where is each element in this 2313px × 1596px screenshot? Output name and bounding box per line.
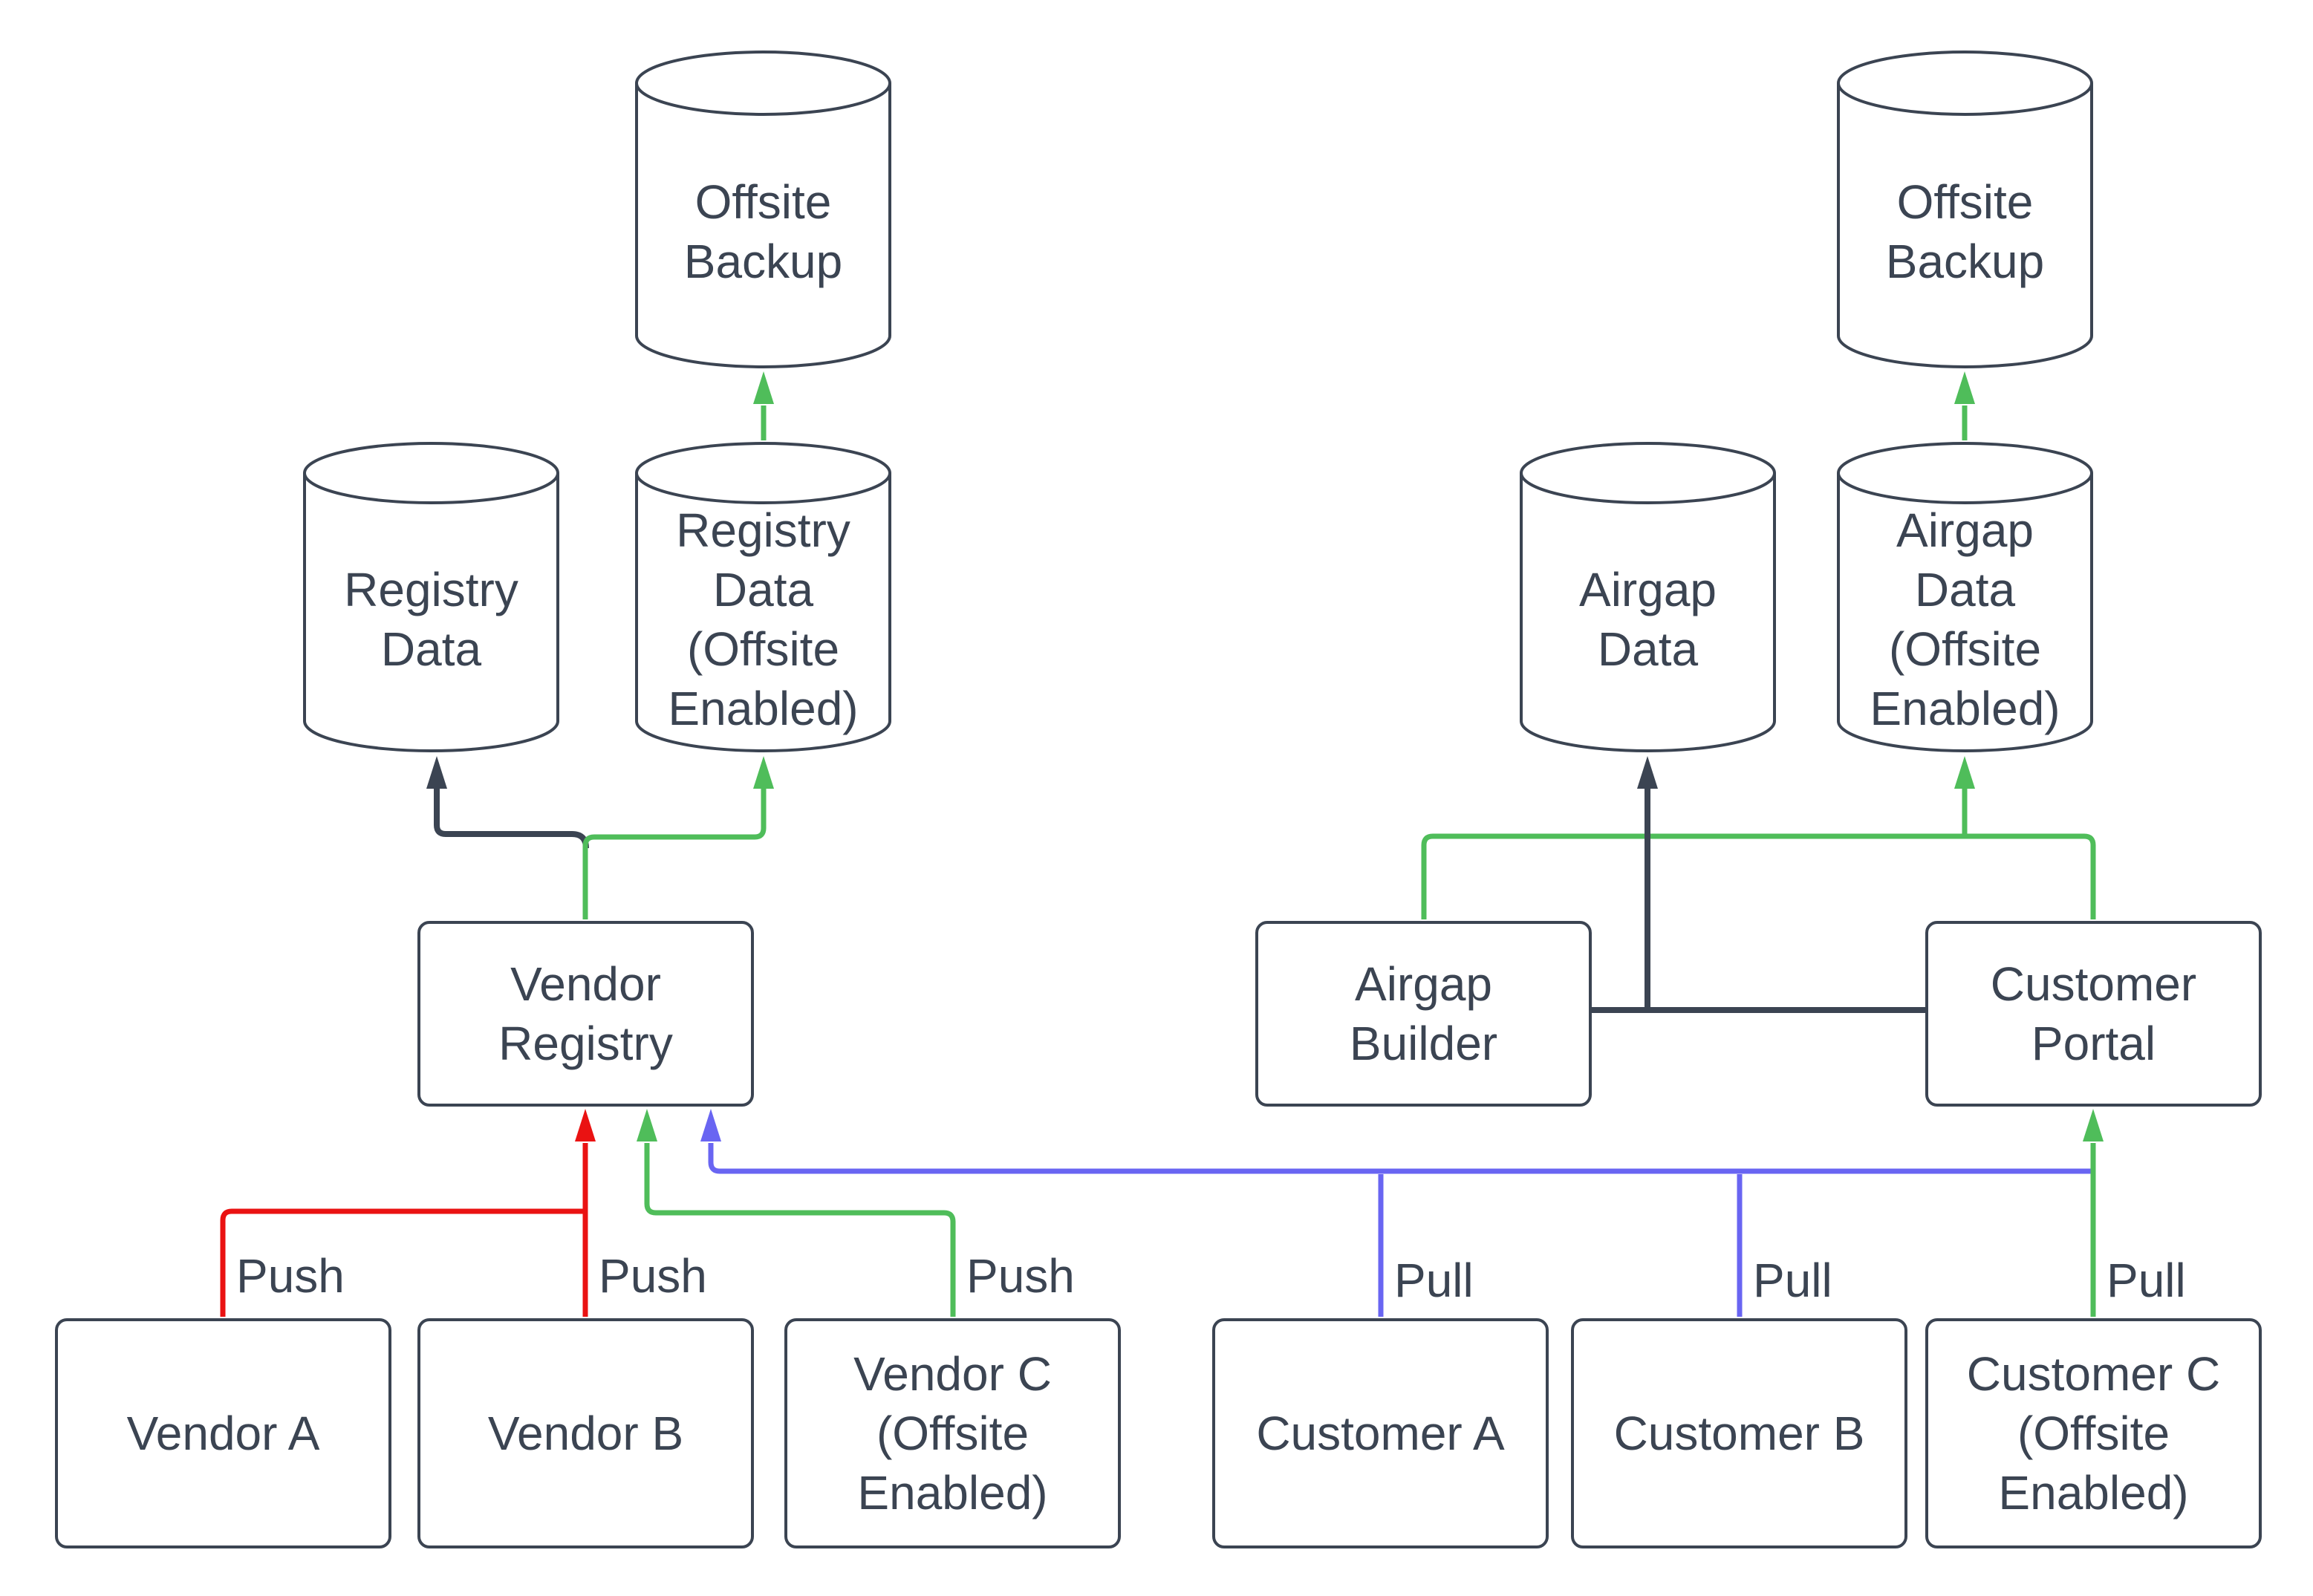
node-customer-portal: Customer Portal: [1925, 921, 2262, 1107]
edge-customers-pull: [700, 1109, 2093, 1317]
arrowhead-up: [2083, 1109, 2104, 1141]
arrowhead-up: [700, 1109, 721, 1141]
node-label: Registry Data: [344, 563, 518, 676]
arrowhead-up: [1637, 756, 1658, 789]
cylinder-top: [1837, 51, 2093, 116]
cylinder-body: [303, 473, 559, 752]
cylinder-shape: [1837, 442, 2093, 752]
node-vendor-c: Vendor C (Offsite Enabled): [784, 1318, 1121, 1548]
node-vendor-a: Vendor A: [55, 1318, 391, 1548]
node-label: Vendor Registry: [498, 957, 673, 1070]
node-registry-data-offsite: Registry Data (Offsite Enabled): [635, 442, 891, 754]
edge-airgap-data-offsite-to-offsite-backup: [1954, 371, 1975, 440]
node-vendor-b: Vendor B: [417, 1318, 754, 1548]
node-customer-a: Customer A: [1212, 1318, 1549, 1548]
node-registry-data: Registry Data: [303, 442, 559, 754]
edge-portal-builder-to-airgap-data-offsite: [1421, 756, 2096, 919]
arrowhead-up: [1954, 756, 1975, 789]
cylinder-shape: [303, 442, 559, 752]
node-label: Offsite Backup: [683, 175, 843, 288]
arrowhead-up: [575, 1109, 596, 1141]
cylinder-shape: [1520, 442, 1776, 752]
node-offsite-backup-left: Offsite Backup: [635, 51, 891, 370]
arrowhead-up: [1954, 371, 1975, 404]
cylinder-top: [635, 51, 891, 116]
edge-line: [708, 1143, 2093, 1317]
edge-label-push-vendor-a: Push: [236, 1249, 345, 1303]
cylinder-body: [1837, 473, 2093, 752]
node-airgap-data-offsite: Airgap Data (Offsite Enabled): [1837, 442, 2093, 754]
node-offsite-backup-right: Offsite Backup: [1837, 51, 2093, 370]
node-label: Customer A: [1256, 1407, 1505, 1460]
node-customer-c: Customer C (Offsite Enabled): [1925, 1318, 2262, 1548]
cylinder-body: [1520, 473, 1776, 752]
node-label: Customer Portal: [1990, 957, 2197, 1070]
node-label: Airgap Data: [1579, 563, 1717, 676]
cylinder-top: [1837, 442, 2093, 504]
arrowhead-up: [753, 371, 774, 404]
edge-line: [1421, 789, 2096, 919]
edge-builder-portal-to-airgap-data: [1591, 756, 1926, 1013]
edge-line: [220, 1143, 588, 1317]
edge-label-pull-customer-a: Pull: [1394, 1254, 1474, 1307]
node-label: Vendor A: [126, 1407, 320, 1460]
cylinder-top: [635, 442, 891, 504]
arrowhead-up: [753, 756, 774, 789]
edge-vendor-registry-to-registry-data-offsite: [582, 756, 774, 919]
cylinder-shape: [635, 442, 891, 752]
edge-label-pull-customer-b: Pull: [1753, 1254, 1832, 1307]
node-label: Vendor C (Offsite Enabled): [853, 1347, 1052, 1520]
edge-line: [582, 789, 767, 919]
node-vendor-registry: Vendor Registry: [417, 921, 754, 1107]
node-customer-b: Customer B: [1571, 1318, 1907, 1548]
edge-label-push-vendor-c: Push: [966, 1249, 1075, 1303]
node-label: Offsite Backup: [1885, 175, 2045, 288]
cylinder-shape: [1837, 51, 2093, 368]
cylinder-body: [1837, 83, 2093, 368]
cylinder-body: [635, 83, 891, 368]
node-label: Customer B: [1613, 1407, 1865, 1460]
edge-vendor-c-push: [637, 1109, 956, 1317]
arrowhead-up: [637, 1109, 657, 1141]
edge-line: [434, 789, 589, 849]
node-airgap-data: Airgap Data: [1520, 442, 1776, 754]
edge-label-push-vendor-b: Push: [599, 1249, 707, 1303]
edge-label-pull-customer-c: Pull: [2107, 1254, 2186, 1307]
node-label: Vendor B: [487, 1407, 684, 1460]
edge-registry-data-offsite-to-offsite-backup: [753, 371, 774, 440]
cylinder-body: [635, 473, 891, 752]
cylinder-shape: [635, 51, 891, 368]
cylinder-top: [303, 442, 559, 504]
node-label: Registry Data (Offsite Enabled): [668, 504, 859, 735]
node-label: Airgap Builder: [1349, 957, 1498, 1070]
edge-line: [1591, 789, 1926, 1013]
node-label: Airgap Data (Offsite Enabled): [1870, 504, 2060, 735]
edge-customer-c-pull: [2083, 1109, 2104, 1317]
edge-vendor-registry-to-registry-data: [426, 756, 589, 849]
arrowhead-up: [426, 756, 447, 789]
edge-line: [644, 1143, 956, 1317]
cylinder-top: [1520, 442, 1776, 504]
node-label: Customer C (Offsite Enabled): [1966, 1347, 2221, 1520]
edge-vendor-a-b-push: [220, 1109, 596, 1317]
node-airgap-builder: Airgap Builder: [1255, 921, 1592, 1107]
